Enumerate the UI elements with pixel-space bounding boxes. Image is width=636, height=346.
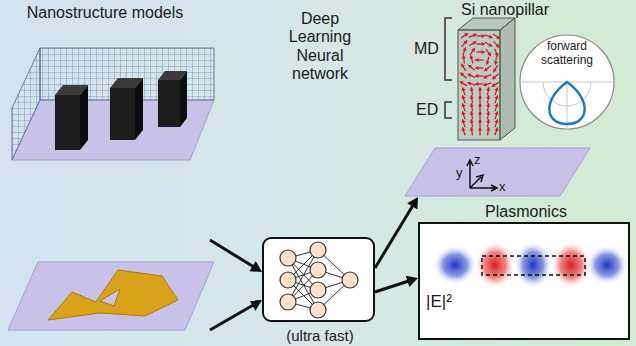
field-arrow-head xyxy=(483,75,487,79)
field-arrow-head xyxy=(495,95,499,99)
field-arrow-head xyxy=(496,35,500,39)
speed-note: (ultra fast) xyxy=(265,327,375,344)
field-arrow-head xyxy=(495,111,499,115)
field-arrow-head xyxy=(462,119,466,123)
field-arrow-head xyxy=(475,82,479,86)
arrow-head xyxy=(407,197,418,210)
mode-label: ED xyxy=(416,101,444,119)
field-arrow-head xyxy=(471,48,475,52)
flow-arrow xyxy=(210,240,262,272)
plasmonics-box: Plasmonics|E|² xyxy=(418,222,630,340)
field-arrow-head xyxy=(486,127,490,131)
neural-network-box: Deep Learning Neural network(ultra fast) xyxy=(262,237,375,322)
field-arrow-head xyxy=(483,83,487,87)
field-arrow-head xyxy=(495,127,499,131)
field-arrow-head xyxy=(470,55,474,59)
arrow-line xyxy=(375,205,413,268)
flow-arrow xyxy=(375,276,418,292)
polar-plot xyxy=(520,35,614,129)
field-arrow-head xyxy=(492,76,496,80)
field-arrow-head xyxy=(462,87,466,91)
axis-label: z xyxy=(474,153,486,168)
field-arrow-head xyxy=(484,67,488,71)
field-arrows xyxy=(459,33,500,136)
field-arrow-head xyxy=(462,95,466,99)
field-arrow-head xyxy=(463,40,467,44)
neural-network-icon xyxy=(262,237,375,322)
field-arrow-head xyxy=(489,35,493,39)
arrow-head xyxy=(249,300,262,311)
field-arrow-head xyxy=(495,53,499,57)
nanopillar-panel: Si nanopillar xyxy=(405,0,636,197)
field-arrow-head xyxy=(467,74,471,78)
field-arrow-head xyxy=(470,95,474,99)
axis-label: x xyxy=(499,180,511,195)
field-arrow-head xyxy=(478,87,482,91)
field-arrow-head xyxy=(486,111,490,115)
field-arrow-head xyxy=(470,127,474,131)
field-arrow-head xyxy=(464,33,468,37)
field-arrow-head xyxy=(475,58,479,62)
field-arrow-head xyxy=(494,61,498,65)
field-arrow-head xyxy=(486,95,490,99)
field-arrow-head xyxy=(478,95,482,99)
arrow-line xyxy=(210,304,254,330)
field-arrow-head xyxy=(495,119,499,123)
field-symbol: |E|² xyxy=(426,292,476,312)
field-arrow-head xyxy=(487,52,491,56)
field-arrow-head xyxy=(486,87,490,91)
field-arrow-head xyxy=(478,111,482,115)
field-arrow-head xyxy=(462,111,466,115)
mode-label: MD xyxy=(414,40,444,58)
field-arrow-head xyxy=(470,119,474,123)
models-panel: Nanostructure models xyxy=(0,0,210,346)
field-arrow-head xyxy=(472,41,476,45)
field-arrow-head xyxy=(462,127,466,131)
arrow-line xyxy=(210,240,254,267)
pillar-array-model xyxy=(12,48,214,160)
plot-caption: forward scattering xyxy=(527,40,607,68)
field-arrow-head xyxy=(493,68,497,72)
field-arrow-head xyxy=(491,83,495,87)
field-arrow-head xyxy=(486,103,490,107)
field-arrow-head xyxy=(482,50,486,54)
field-arrow-head xyxy=(467,82,471,86)
field-arrow-head xyxy=(475,74,479,78)
field-arrow-head xyxy=(463,47,467,51)
flow-arrow xyxy=(210,300,262,330)
field-arrow-head xyxy=(470,87,474,91)
field-arrow-head xyxy=(495,44,499,48)
field-arrow-head xyxy=(462,103,466,107)
field-arrow-head xyxy=(495,87,499,91)
arrow-line xyxy=(375,281,409,292)
panel-title: Si nanopillar xyxy=(445,1,565,19)
panel-title: Plasmonics xyxy=(461,203,591,221)
field-arrow-head xyxy=(495,103,499,107)
field-arrow-head xyxy=(468,65,472,69)
field-arrow-head xyxy=(486,61,490,65)
field-arrow-head xyxy=(459,81,463,85)
axis-label: y xyxy=(456,166,468,181)
field-arrow-head xyxy=(461,63,465,67)
field-arrow-head xyxy=(470,103,474,107)
field-arrow-head xyxy=(478,119,482,123)
field-arrow-head xyxy=(488,43,492,47)
field-arrow-head xyxy=(470,111,474,115)
field-map xyxy=(418,222,630,340)
arrow-head xyxy=(406,276,418,287)
panel-title: Nanostructure models xyxy=(20,4,190,22)
field-arrow-head xyxy=(486,119,490,123)
field-arrow-head xyxy=(475,66,479,70)
field-arrow-head xyxy=(478,103,482,107)
flow-arrow xyxy=(375,197,418,268)
field-arrow-head xyxy=(478,127,482,131)
field-arrow-head xyxy=(460,72,464,76)
arrow-head xyxy=(249,261,262,272)
field-arrow-head xyxy=(462,55,466,59)
plasmonic-shape-model xyxy=(8,262,214,330)
network-title: Deep Learning Neural network xyxy=(280,10,360,84)
